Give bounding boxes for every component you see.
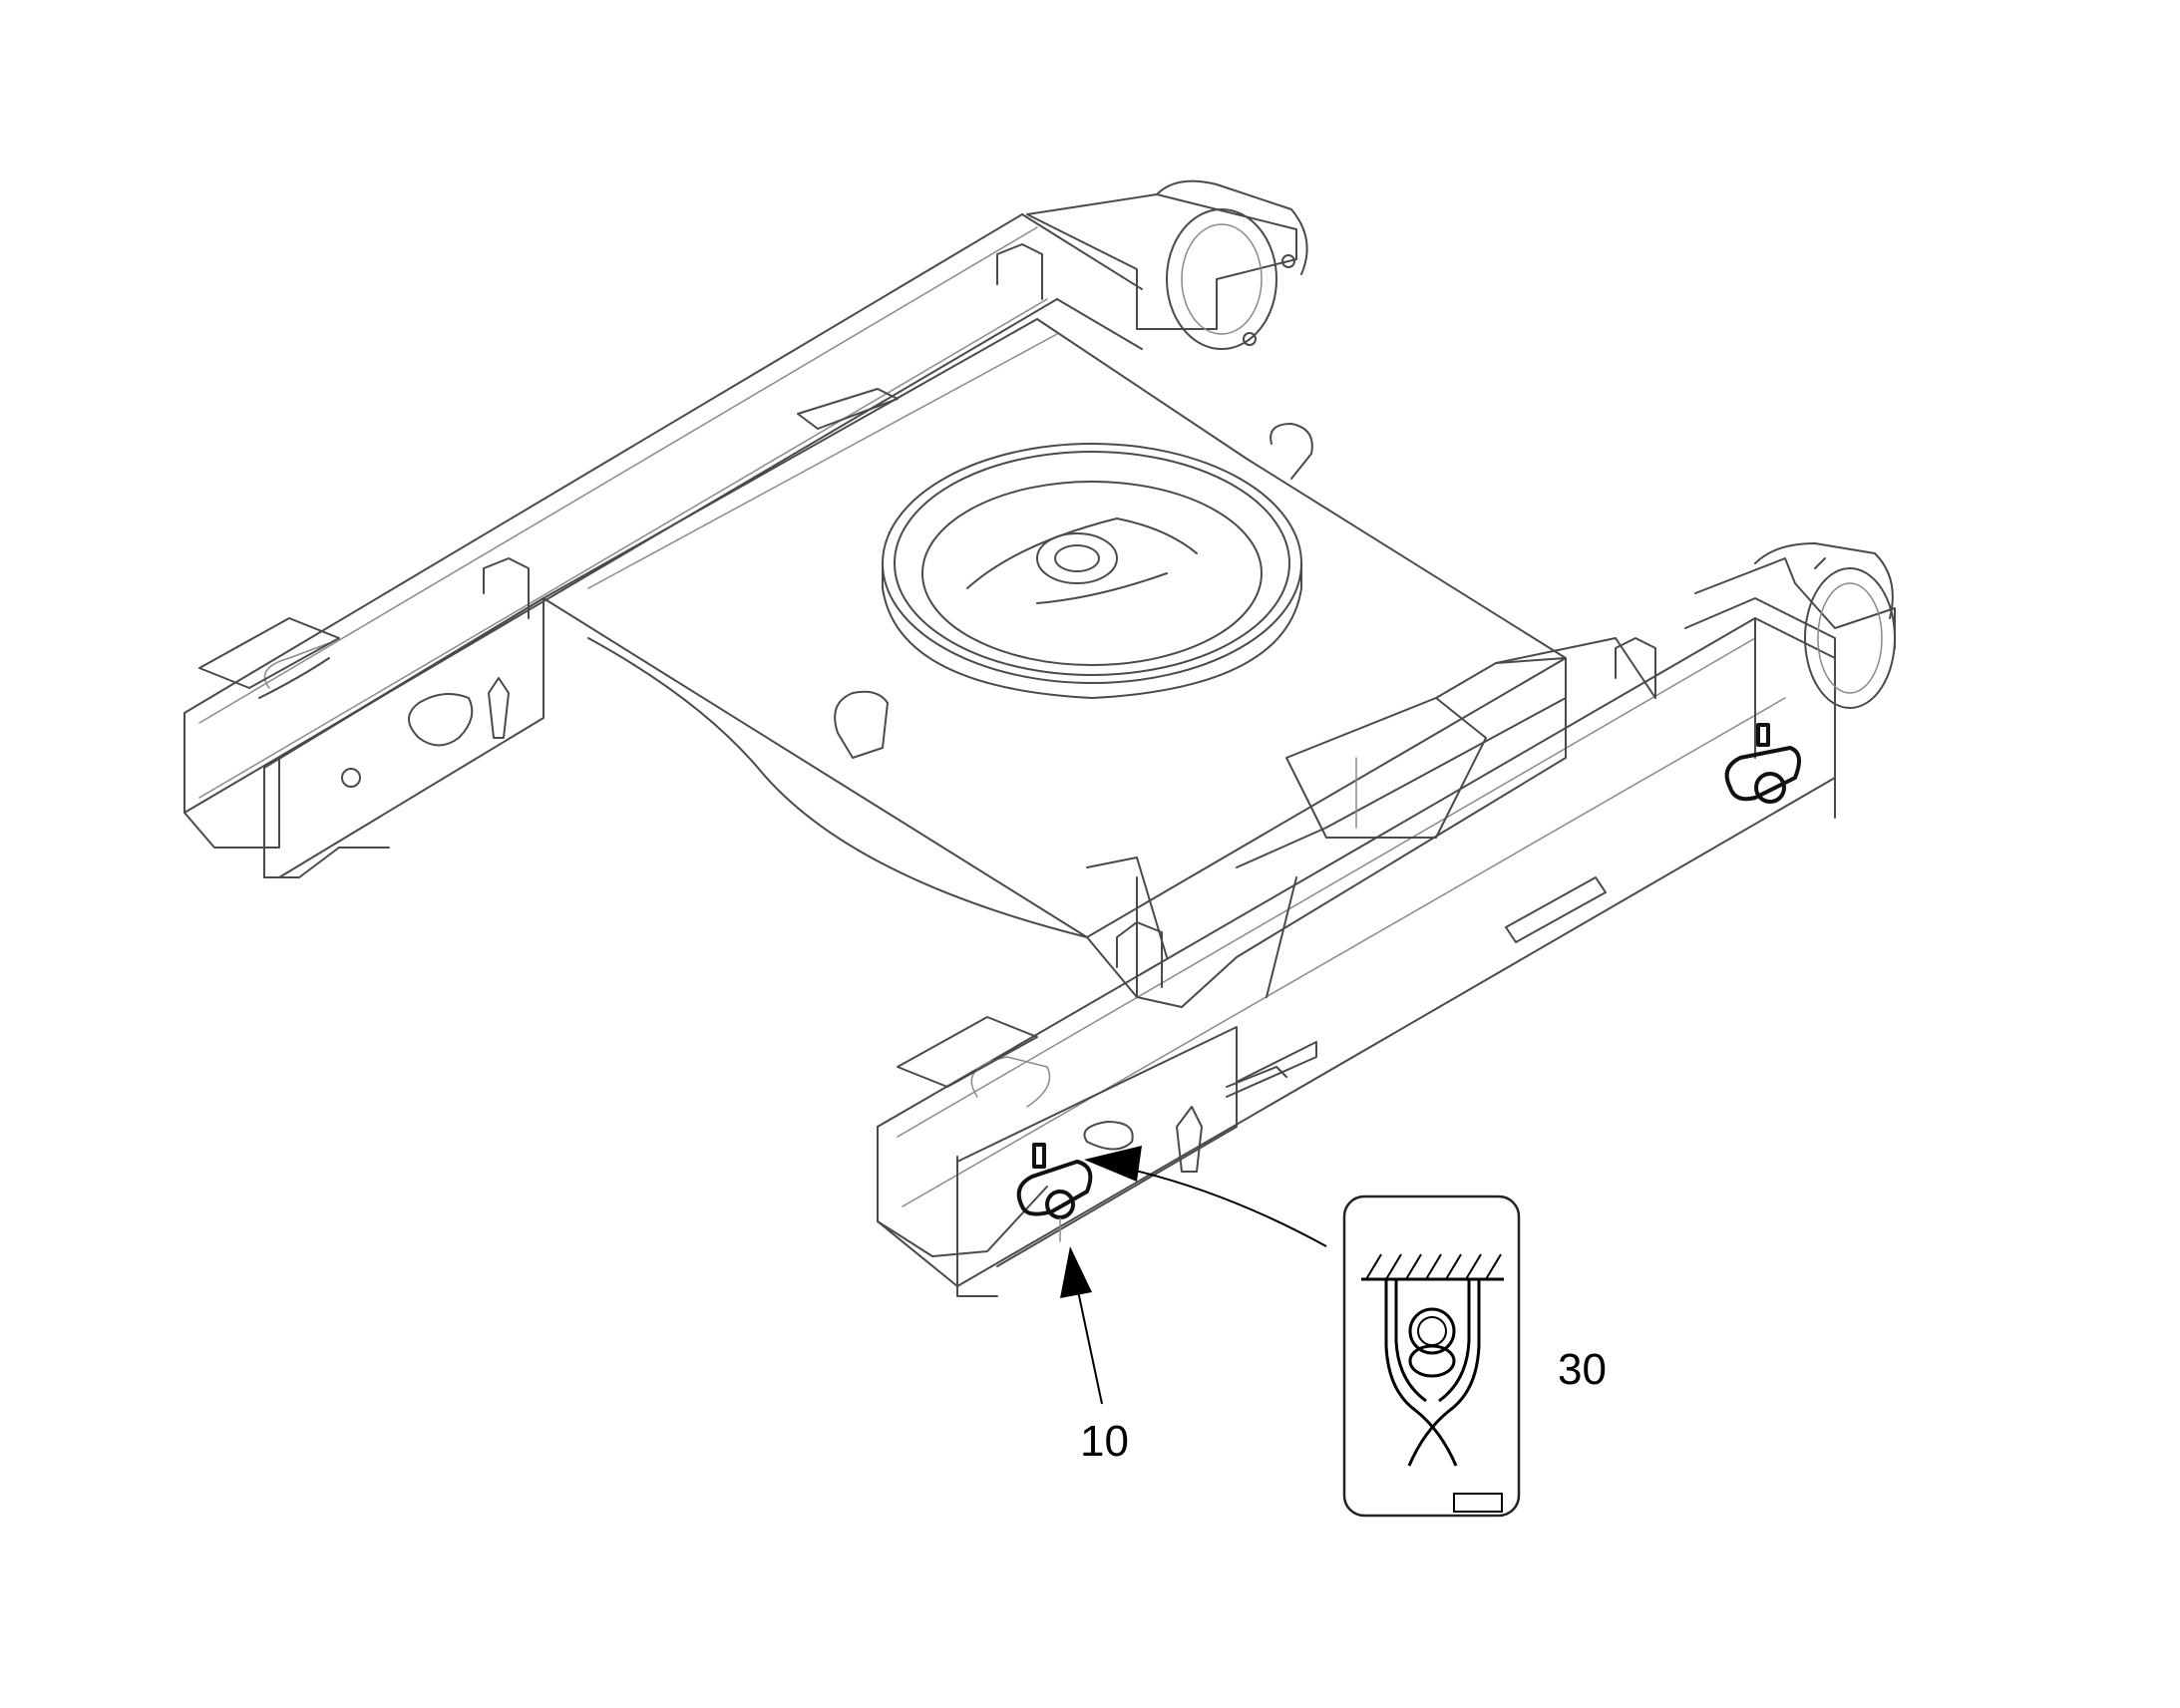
decal-part-number-box [1453, 1493, 1503, 1513]
callout-30: 30 [1558, 1345, 1607, 1394]
slew-ring [882, 443, 1302, 699]
leader-line-10 [1076, 1285, 1103, 1405]
rear-left-end [1026, 179, 1308, 350]
right-track-frame [877, 597, 1836, 1297]
lashing-ring-icon [1384, 1279, 1481, 1467]
undercarriage-frame [183, 179, 1896, 1297]
lashing-point-rear [1724, 723, 1801, 804]
center-crossmember [483, 243, 1656, 1008]
left-track-frame [183, 213, 1143, 878]
leader-lines [1060, 1146, 1327, 1405]
arrowhead-30 [1084, 1146, 1142, 1182]
lashing-decal [1342, 1195, 1521, 1518]
hatched-surface-icon [1361, 1253, 1504, 1281]
leader-line-30 [1126, 1168, 1327, 1247]
front-right-end [1694, 542, 1896, 709]
arrowhead-10 [1060, 1246, 1092, 1298]
callout-10: 10 [1080, 1417, 1129, 1466]
lashing-point-front [1016, 1143, 1093, 1242]
